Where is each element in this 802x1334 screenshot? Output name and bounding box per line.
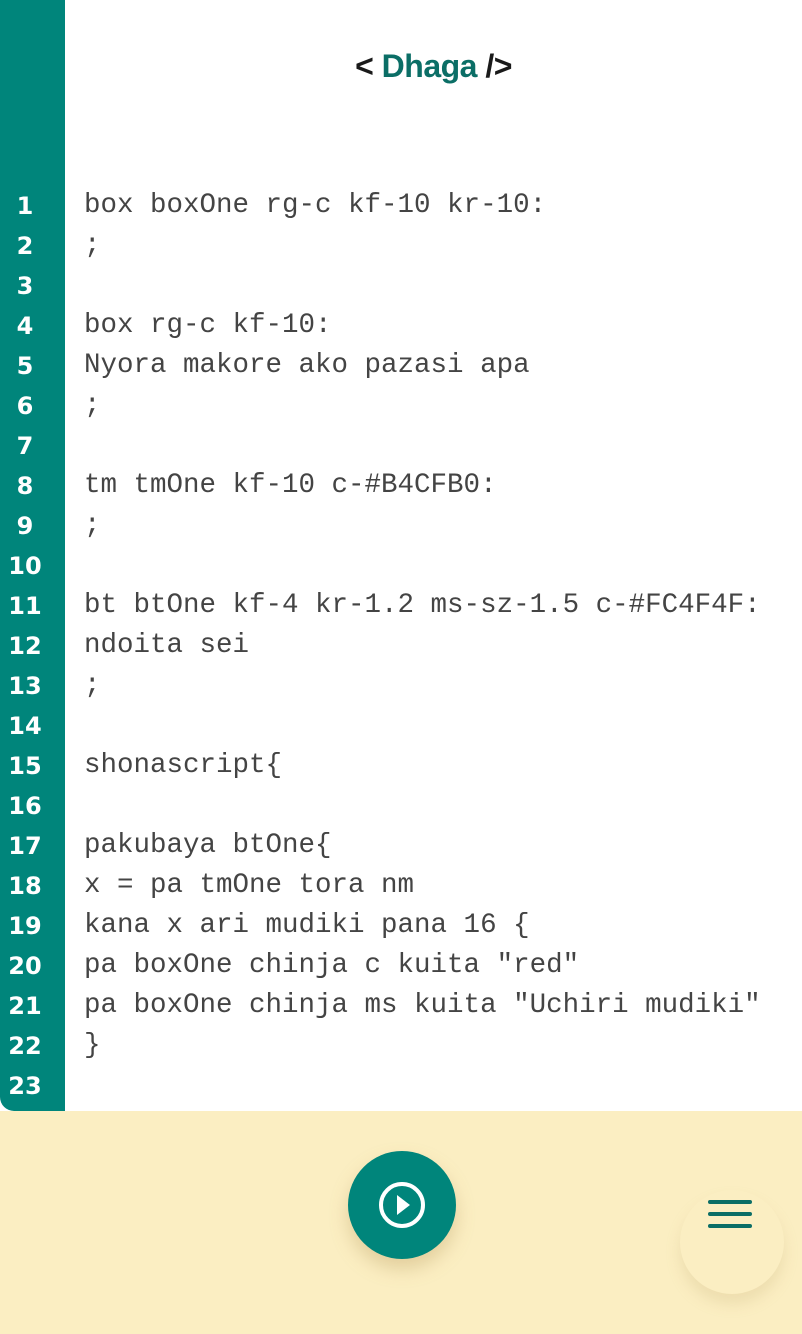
title-open-tag: <	[355, 48, 382, 84]
line-number: 19	[8, 912, 42, 940]
line-number: 4	[16, 312, 34, 340]
code-text[interactable]: ;	[84, 510, 101, 541]
code-text[interactable]: shonascript{	[84, 750, 283, 781]
line-number: 23	[8, 1072, 42, 1100]
line-number-gutter	[0, 0, 65, 1111]
code-text[interactable]: bt btOne kf-4 kr-1.2 ms-sz-1.5 c-#FC4F4F…	[84, 590, 761, 621]
line-number: 20	[8, 952, 42, 980]
code-text[interactable]: pakubaya btOne{	[84, 830, 332, 861]
code-text[interactable]: ;	[84, 230, 101, 261]
line-number: 7	[16, 432, 34, 460]
code-text[interactable]: box rg-c kf-10:	[84, 310, 332, 341]
app-title: < Dhaga />	[65, 48, 802, 85]
brand-name: Dhaga	[381, 48, 478, 84]
line-number: 12	[8, 632, 42, 660]
line-number: 10	[8, 552, 42, 580]
code-text[interactable]: }	[84, 1030, 101, 1061]
line-number: 16	[8, 792, 42, 820]
code-text[interactable]: ;	[84, 390, 101, 421]
line-number: 11	[8, 592, 42, 620]
code-text[interactable]: box boxOne rg-c kf-10 kr-10:	[84, 190, 547, 221]
code-text[interactable]: ;	[84, 670, 101, 701]
line-number: 14	[8, 712, 42, 740]
line-number: 17	[8, 832, 42, 860]
menu-button[interactable]	[680, 1190, 784, 1294]
line-number: 8	[16, 472, 34, 500]
line-number: 2	[16, 232, 34, 260]
code-text[interactable]: Nyora makore ako pazasi apa	[84, 350, 530, 381]
line-number: 18	[8, 872, 42, 900]
code-text[interactable]: pa boxOne chinja c kuita "red"	[84, 950, 580, 981]
run-button[interactable]	[348, 1151, 456, 1259]
line-number: 13	[8, 672, 42, 700]
line-number: 3	[16, 272, 34, 300]
code-text[interactable]: x = pa tmOne tora nm	[84, 870, 415, 901]
line-number: 6	[16, 392, 34, 420]
line-number: 22	[8, 1032, 42, 1060]
code-text[interactable]: pa boxOne chinja ms kuita "Uchiri mudiki…	[84, 990, 761, 1021]
line-number: 5	[16, 352, 34, 380]
play-circle-icon	[379, 1182, 425, 1228]
line-number: 15	[8, 752, 42, 780]
code-text[interactable]: ndoita sei	[84, 630, 250, 661]
line-number: 9	[16, 512, 34, 540]
title-close-tag: />	[476, 48, 512, 84]
line-number: 21	[8, 992, 42, 1020]
code-text[interactable]: kana x ari mudiki pana 16 {	[84, 910, 530, 941]
code-text[interactable]: tm tmOne kf-10 c-#B4CFB0:	[84, 470, 497, 501]
hamburger-menu-icon	[708, 1200, 752, 1228]
line-number: 1	[16, 192, 34, 220]
